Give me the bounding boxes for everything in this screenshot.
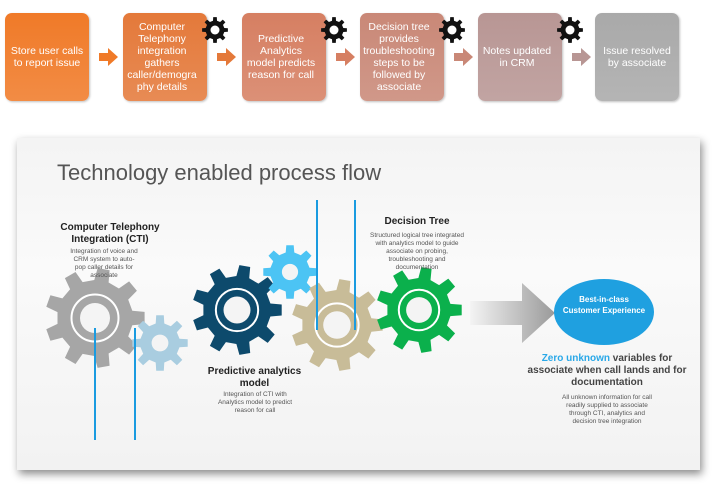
zero-unknown-highlight: Zero unknown (541, 353, 611, 364)
cti-heading: Computer Telephony Integration (CTI) (60, 222, 160, 245)
step-arrow (572, 48, 591, 66)
panel-title: Technology enabled process flow (57, 160, 382, 185)
decision-description: Structured logical tree integrated with … (370, 232, 464, 271)
gear-icon (321, 17, 347, 43)
process-flow-panel: Technology enabled process flow Computer… (17, 138, 700, 470)
step-arrow (99, 48, 118, 66)
summary-text: All unknown information for call readily… (562, 394, 652, 425)
step-arrow (217, 48, 236, 66)
predictive-description: Integration of CTI with Analytics model … (217, 391, 293, 414)
decision-tree-gear (377, 267, 462, 353)
step-arrow (336, 48, 355, 66)
predictive-heading: Predictive analytics model (207, 366, 302, 389)
outcome-label: Best-in-class Customer Experience (562, 295, 646, 315)
gear-icon (202, 17, 228, 43)
process-step: Store user calls to report issue (5, 13, 89, 101)
gear-icon (439, 17, 465, 43)
process-step: Issue resolved by associate (595, 13, 679, 101)
predictive-gear (193, 265, 282, 355)
gear-icon (557, 17, 583, 43)
process-step: Notes updated in CRM (478, 13, 562, 101)
zero-unknown-rest: variables for associate when call lands … (527, 353, 687, 388)
small-skyblue-gear (263, 245, 317, 299)
small-lightblue-gear (132, 315, 188, 371)
zero-unknown-statement: Zero unknown variables for associate whe… (522, 353, 692, 389)
outcome-ellipse (554, 279, 654, 345)
cti-gear (46, 268, 145, 368)
process-step: Decision tree provides troubleshooting s… (360, 13, 444, 101)
flow-arrow (470, 283, 555, 343)
tan-gear (292, 279, 383, 371)
decision-heading: Decision Tree (384, 216, 450, 227)
process-step: Predictive Analytics model predicts reas… (242, 13, 326, 101)
gears-graphic (46, 200, 654, 440)
step-arrow (454, 48, 473, 66)
process-step: Computer Telephony integration gathers c… (123, 13, 207, 101)
cti-description: Integration of voice and CRM system to a… (70, 248, 138, 279)
